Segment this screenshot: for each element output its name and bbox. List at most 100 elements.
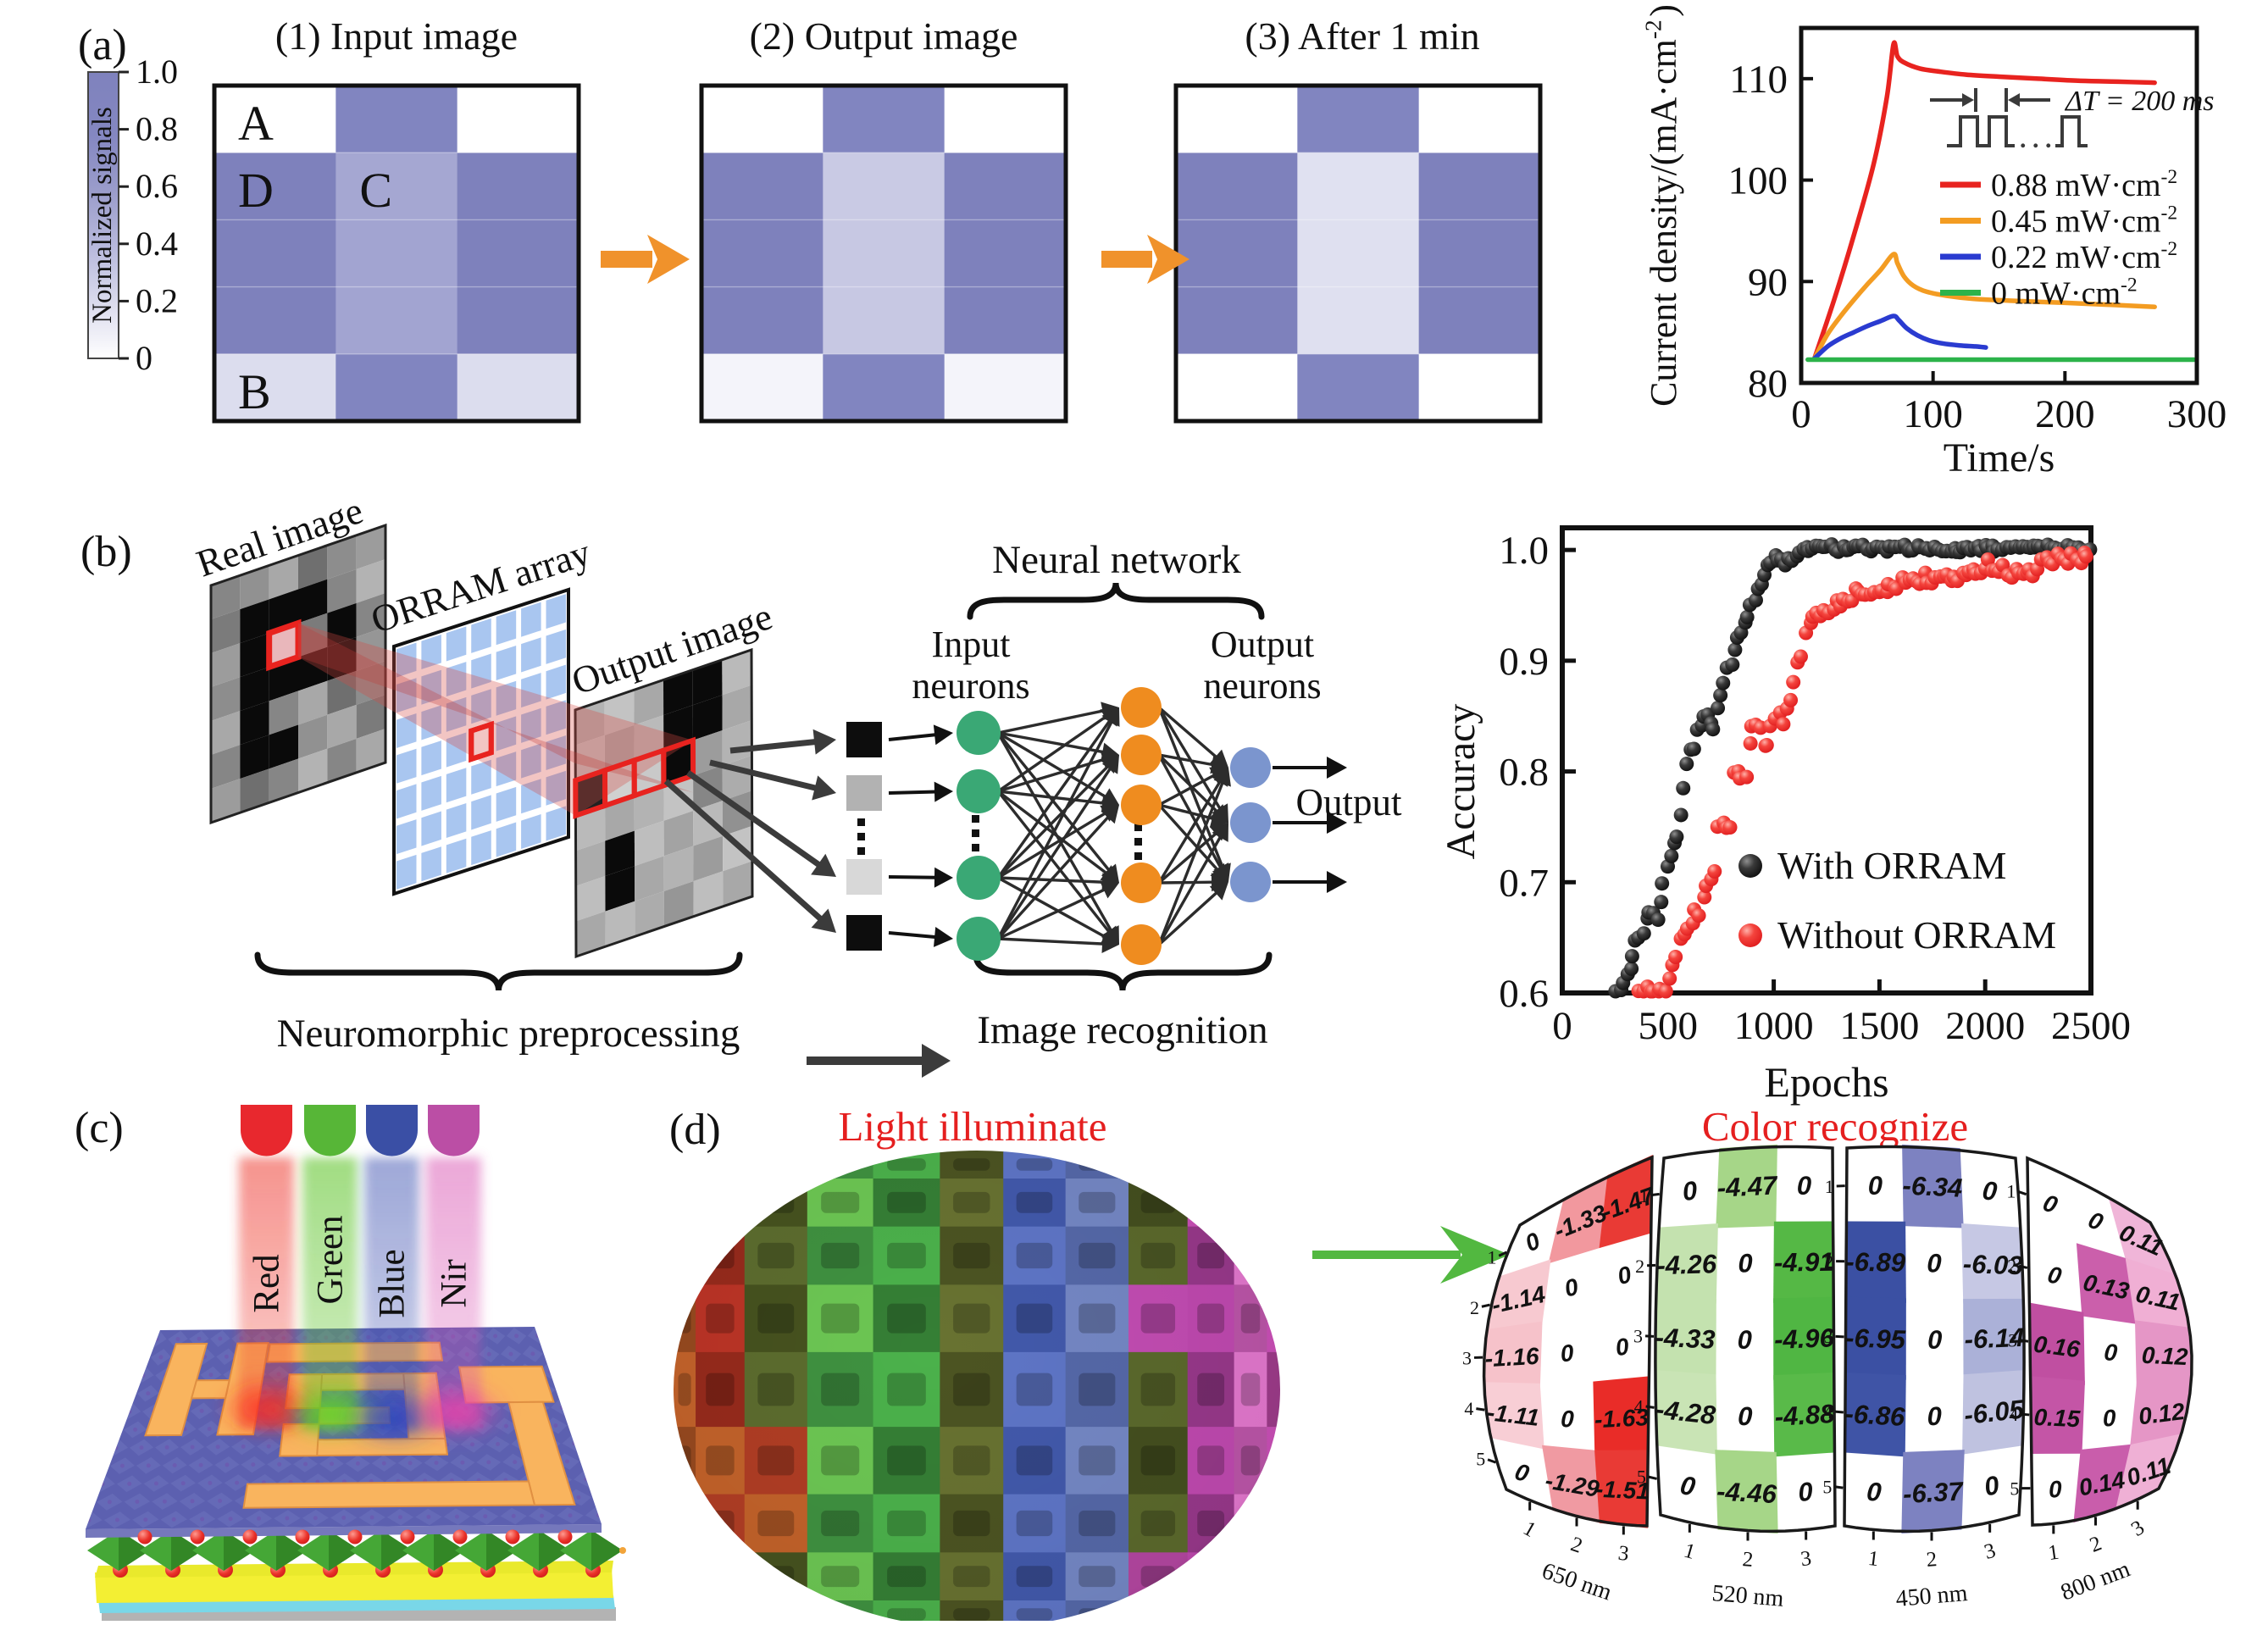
scatter-point — [1760, 738, 1774, 752]
grid-letter: C — [359, 163, 392, 218]
grid-cell — [945, 153, 1067, 220]
atom-ball — [453, 1530, 468, 1545]
row-tick-label: 1 — [1825, 1176, 1834, 1197]
vector-square — [846, 915, 882, 951]
legend-label: 0.45 mW·cm-2 — [1991, 202, 2180, 239]
grid-cell — [945, 287, 1067, 355]
scatter-point — [1711, 701, 1725, 715]
scatter-point — [1744, 736, 1758, 751]
cell-value: -6.89 — [1845, 1247, 1906, 1278]
atom-ball — [506, 1530, 520, 1545]
beam-label: Nir — [435, 1259, 474, 1307]
scatter-point — [1659, 984, 1673, 999]
grid-cell — [823, 153, 945, 220]
neuromorphic-preprocessing-label: Neuromorphic preprocessing — [277, 1012, 740, 1056]
selected-pixel — [269, 624, 298, 668]
col-tick-label: 2 — [1742, 1548, 1755, 1572]
scatter-point — [1637, 926, 1651, 940]
output-neurons-label-2: neurons — [1203, 665, 1321, 707]
beam-glow — [403, 1383, 508, 1440]
colorbar-tick-label: 0.2 — [136, 281, 178, 319]
grid-cell — [214, 287, 336, 355]
legend-dot — [1738, 923, 1762, 947]
x-axis-title: Time/s — [1944, 435, 2055, 480]
atom-ball — [348, 1530, 363, 1545]
grid-cell — [701, 354, 823, 422]
scatter-point — [1674, 807, 1689, 822]
vector-square — [846, 775, 882, 811]
beam-label: Red — [247, 1254, 287, 1312]
scatter-point — [1707, 864, 1722, 879]
x-tick-label: 0 — [1552, 1004, 1572, 1048]
row-tick-label: 1 — [2006, 1181, 2016, 1202]
scatter-point — [1669, 829, 1683, 844]
scatter-point — [1705, 722, 1720, 736]
panel-a-label: (a) — [78, 21, 127, 69]
light-illuminate-title: Light illuminate — [838, 1103, 1106, 1150]
cell-value: 0 — [1561, 1406, 1575, 1432]
grid-letter: A — [238, 96, 274, 151]
row-tick — [1834, 1487, 1843, 1488]
scatter-point — [1725, 657, 1739, 672]
atom-ball — [558, 1530, 573, 1545]
atom-ball — [243, 1530, 258, 1545]
grid-cell — [1176, 287, 1298, 355]
grid-cell — [823, 287, 945, 355]
ellipsis-dots — [857, 833, 865, 840]
grid-cell — [1419, 86, 1541, 153]
pulse-dots: . . . — [2020, 125, 2052, 153]
y-axis-title: Accuracy — [1439, 704, 1483, 860]
y-tick-label: 0.9 — [1499, 640, 1549, 684]
scatter-point — [1662, 971, 1677, 985]
ellipsis-dots — [857, 847, 865, 855]
scatter-point — [1651, 912, 1666, 927]
grid-cell — [1297, 219, 1419, 287]
cell-value: 0 — [1681, 1175, 1699, 1206]
input-neuron — [957, 856, 1001, 900]
scatter-point — [1794, 650, 1808, 664]
grid-cell — [1176, 219, 1298, 287]
led-blue — [366, 1105, 418, 1156]
atom-ball — [191, 1530, 205, 1545]
row-tick — [2021, 1414, 2029, 1415]
ellipsis-dots — [1134, 852, 1142, 860]
grid-cell — [1419, 354, 1541, 422]
cell-value: -6.34 — [1902, 1171, 1963, 1203]
cell-value: -6.86 — [1844, 1399, 1906, 1432]
atom-ball — [296, 1530, 310, 1545]
ball-shading — [674, 1151, 1280, 1621]
grid-cell — [1297, 86, 1419, 153]
image-recognition-label: Image recognition — [977, 1008, 1267, 1052]
cell-value: 0 — [1738, 1325, 1752, 1355]
hidden-neuron — [1121, 924, 1162, 965]
row-tick-label: 3 — [1824, 1326, 1833, 1347]
scatter-point — [1786, 675, 1800, 690]
legend-label: Without ORRAM — [1777, 913, 2056, 957]
grid-cell — [214, 153, 336, 220]
cell-value: -6.37 — [1902, 1476, 1965, 1509]
row-tick-label: 4 — [1464, 1398, 1473, 1419]
input-neuron — [957, 917, 1001, 961]
row-tick-label: 2 — [1470, 1297, 1479, 1318]
y-tick-label: 1.0 — [1499, 529, 1549, 573]
x-tick-label: 1500 — [1839, 1004, 1919, 1048]
scatter-point — [1723, 820, 1738, 835]
cell-value: 0 — [1797, 1171, 1812, 1201]
grid-cell — [335, 287, 457, 355]
scatter-point — [1664, 849, 1678, 863]
row-tick-label: 2 — [1824, 1251, 1833, 1273]
panel-c-label: (c) — [75, 1104, 124, 1152]
hidden-neuron — [1121, 785, 1162, 825]
ellipsis-dots — [972, 829, 979, 837]
cell-value: 0 — [1868, 1171, 1883, 1201]
cell-value: 0 — [2103, 1339, 2119, 1366]
grid-cell — [701, 86, 823, 153]
legend-label: 0.88 mW·cm-2 — [1991, 166, 2180, 203]
x-tick-label: 2000 — [1945, 1004, 2025, 1048]
hidden-neuron — [1121, 687, 1162, 728]
grid-cell — [945, 86, 1067, 153]
colorbar-tick-label: 1.0 — [136, 53, 178, 91]
row-tick-label: 4 — [1634, 1396, 1644, 1417]
row-tick — [1645, 1336, 1654, 1337]
input-neurons-label-2: neurons — [912, 665, 1029, 707]
